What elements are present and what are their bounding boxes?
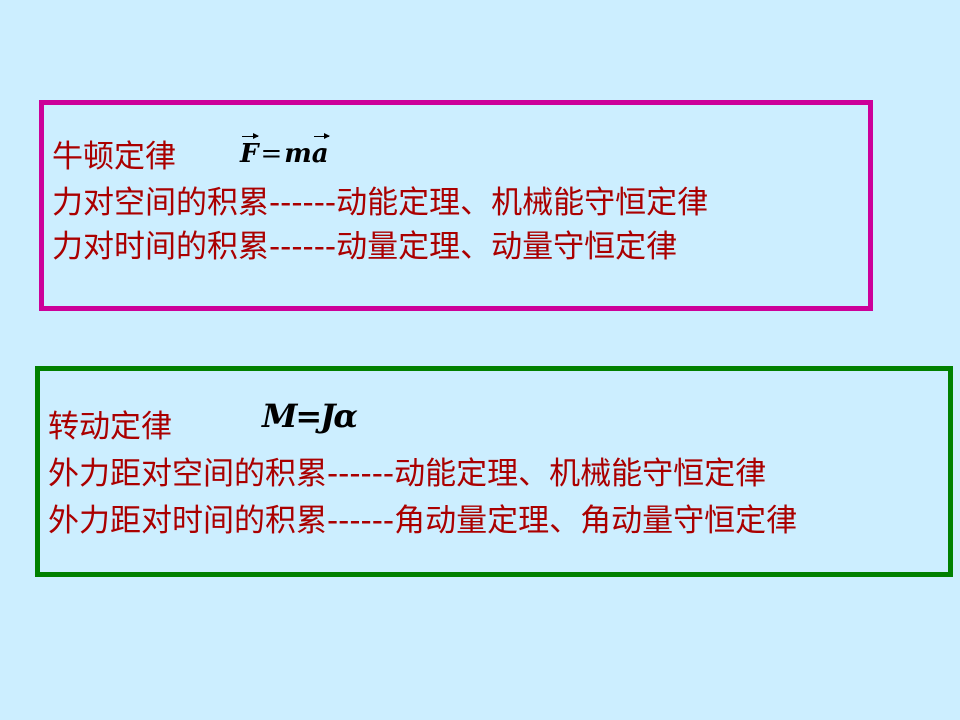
equals-sign: = xyxy=(295,397,322,435)
rotation-formula: M=Jα xyxy=(262,397,358,435)
rotation-law-box xyxy=(35,366,953,577)
angular-momentum-line: 外力距对时间的积累------角动量定理、角动量守恒定律 xyxy=(48,503,798,539)
newton-law-title: 牛顿定律 xyxy=(52,139,176,175)
rotational-work-line: 外力距对空间的积累------动能定理、机械能守恒定律 xyxy=(48,456,767,492)
equals-sign: = xyxy=(260,139,283,169)
acceleration-vector: a xyxy=(311,133,330,169)
force-vector: F xyxy=(240,133,260,169)
inertia-alpha: Jα xyxy=(320,397,358,435)
torque-symbol: M xyxy=(262,397,297,435)
newton-formula: F=ma xyxy=(240,133,330,169)
mass-symbol: m xyxy=(284,139,312,169)
impulse-momentum-line: 力对时间的积累------动量定理、动量守恒定律 xyxy=(52,229,678,265)
newton-law-box xyxy=(39,100,873,311)
rotation-law-title: 转动定律 xyxy=(48,409,172,445)
work-energy-line: 力对空间的积累------动能定理、机械能守恒定律 xyxy=(52,185,709,221)
